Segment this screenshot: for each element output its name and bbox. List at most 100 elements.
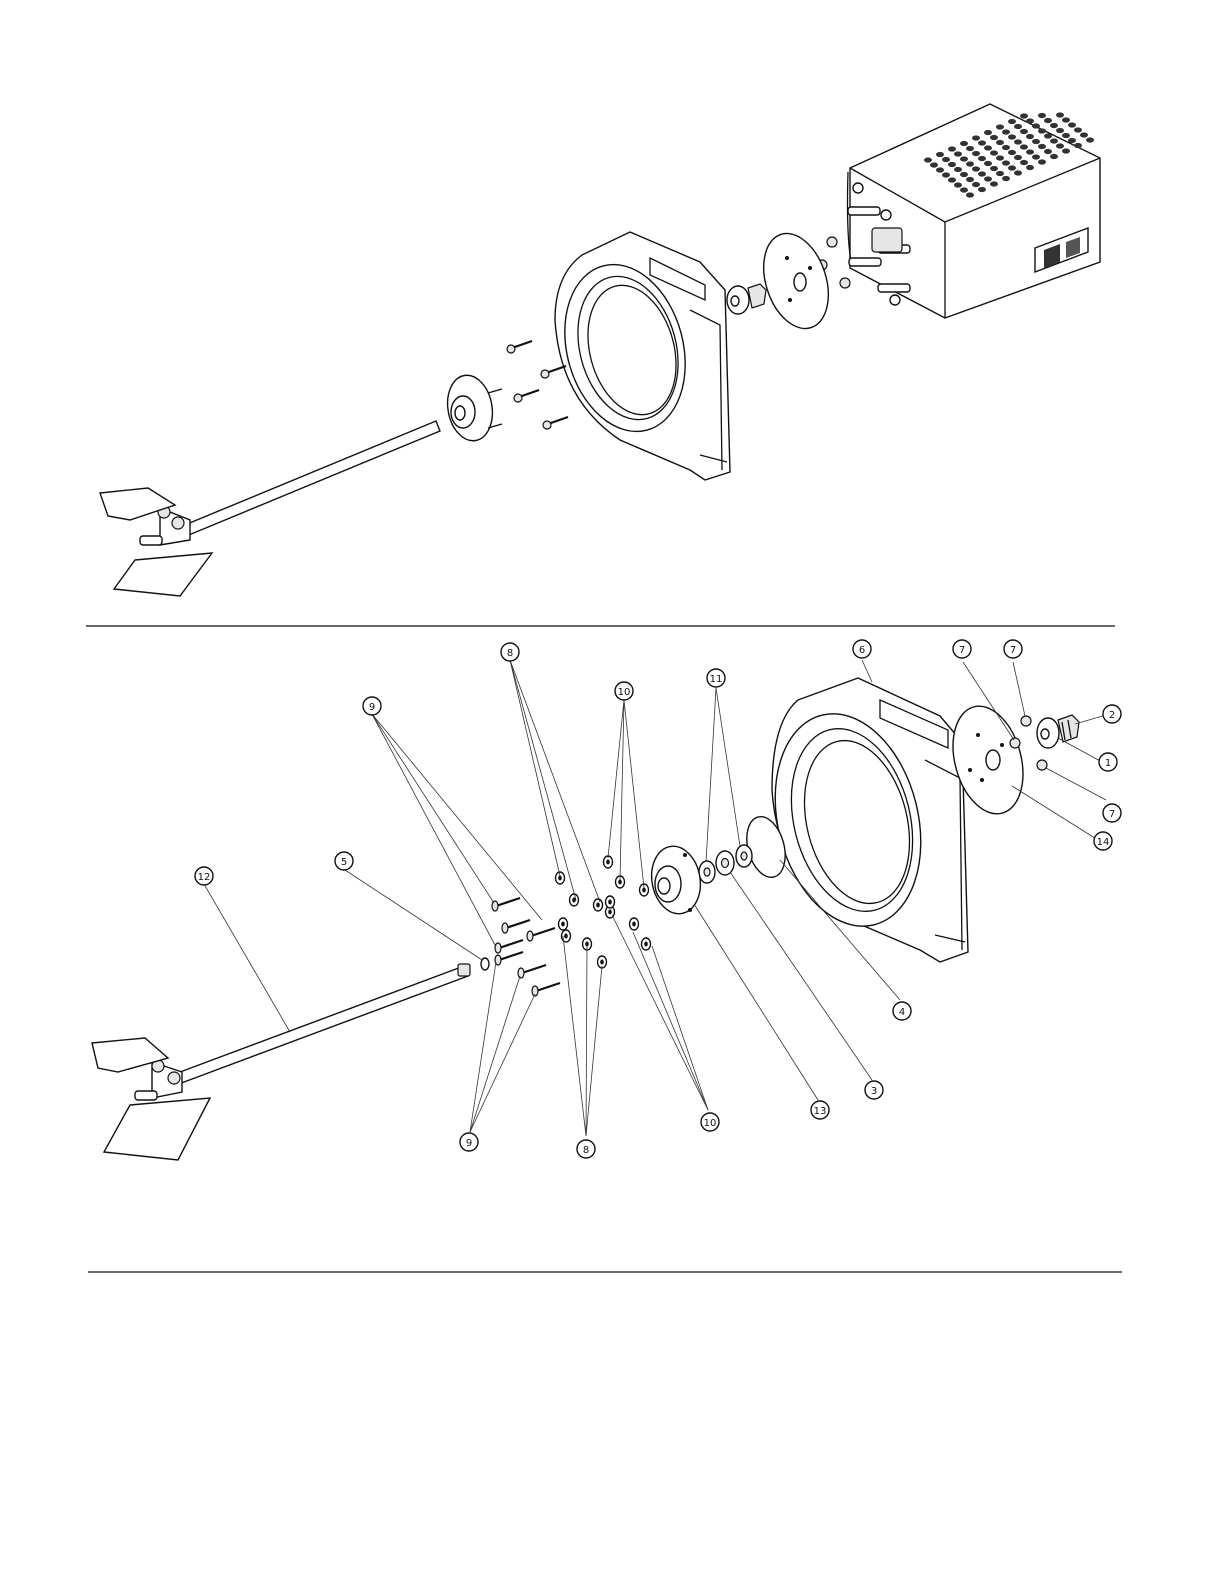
vent-hole [1068,138,1076,143]
vent-hole [1080,132,1088,137]
vent-hole [1032,154,1040,159]
exploded-view: 1 2 3 4 5 6 7 7 7 8 8 9 9 10 10 11 12 13… [92,640,1121,1160]
vent-hole [1014,124,1022,129]
vent-hole [954,167,962,172]
housing-frame-top [547,232,730,480]
vent-hole [960,172,968,177]
vent-hole [1020,144,1028,149]
vent-hole [1038,113,1046,118]
vent-hole [978,171,986,176]
callout-10a: 10 [615,682,633,700]
vent-hole [1026,165,1034,170]
washer-hole [618,880,622,885]
vent-hole [1038,159,1046,164]
vent-hole [1074,127,1082,132]
vent-hole [972,166,980,171]
washer-hole [642,888,646,893]
callout-12: 12 [195,867,213,885]
vent-hole [1008,119,1016,124]
vent-hole [1014,139,1022,144]
vent-hole [972,135,980,140]
callout-11-label: 11 [710,674,723,685]
vent-hole [954,151,962,156]
vent-hole [1002,176,1010,181]
callout-6-label: 6 [859,645,865,656]
callout-2: 2 [1103,705,1121,723]
callout-8a: 8 [501,643,519,661]
vent-hole [960,187,968,192]
vent-hole [1038,144,1046,149]
gear [1058,715,1079,742]
washer-hole [596,903,600,908]
vent-hole [1026,149,1034,154]
callout-8a-label: 8 [507,648,513,659]
callout-1: 1 [1099,753,1117,771]
vent-hole [954,182,962,187]
motor-box [848,104,1101,318]
callout-14: 14 [1094,832,1112,850]
callout-3-label: 3 [871,1086,877,1097]
callout-7b-label: 7 [1010,645,1016,656]
vent-hole [990,166,998,171]
vent-hole [1050,154,1058,159]
vent-hole [960,156,968,161]
vent-hole [960,141,968,146]
washer-hole [558,876,562,881]
callout-7b: 7 [1004,640,1022,658]
vent-hole [942,157,950,162]
vent-hole [996,124,1004,129]
callout-8b-label: 8 [583,1145,589,1156]
coupler-gear-top [727,284,766,314]
vent-hole [1044,149,1052,154]
callout-7a-label: 7 [959,645,965,656]
callout-5-label: 5 [341,857,347,868]
assembled-view [100,104,1100,596]
vent-hole [966,177,974,182]
vent-hole [966,192,974,197]
washer-hole [561,922,565,927]
washer-hole [564,934,568,939]
vent-hole [978,156,986,161]
callout-9b: 9 [460,1133,478,1151]
stirring-shaft [92,964,470,1160]
washer-hole [632,922,636,927]
vent-hole [984,130,992,135]
vent-hole [1044,133,1052,138]
vent-hole [1056,112,1064,117]
vent-hole [1044,118,1052,123]
vent-hole [978,140,986,145]
vent-hole [1074,143,1082,148]
vent-hole [1062,117,1070,122]
vent-hole [996,140,1004,145]
vent-hole [942,172,950,177]
callout-11: 11 [707,669,725,687]
vent-hole [984,161,992,166]
vent-hole [948,177,956,182]
callout-5: 5 [335,852,353,870]
washer-hole [608,910,612,915]
stirring-shaft-top [100,421,440,596]
vent-hole [972,182,980,187]
vent-hole [984,145,992,150]
callout-3: 3 [865,1081,883,1099]
vent-hole [1062,133,1070,138]
vent-hole [936,152,944,157]
vent-hole [1014,170,1022,175]
washers [556,856,651,968]
vent-hole [1026,118,1034,123]
vent-hole [948,162,956,167]
callout-10a-label: 10 [618,687,631,698]
callout-9b-label: 9 [466,1138,472,1149]
housing-frame [754,678,968,962]
retaining-clip [481,958,489,970]
callout-7c: 7 [1103,804,1121,822]
vent-hole [1062,148,1070,153]
vent-hole [1020,160,1028,165]
washer-hole [600,960,604,965]
callout-13-label: 13 [814,1106,827,1117]
callout-6: 6 [853,640,871,658]
callout-10b: 10 [701,1113,719,1131]
vent-hole [1002,129,1010,134]
callout-1-label: 1 [1105,758,1111,769]
